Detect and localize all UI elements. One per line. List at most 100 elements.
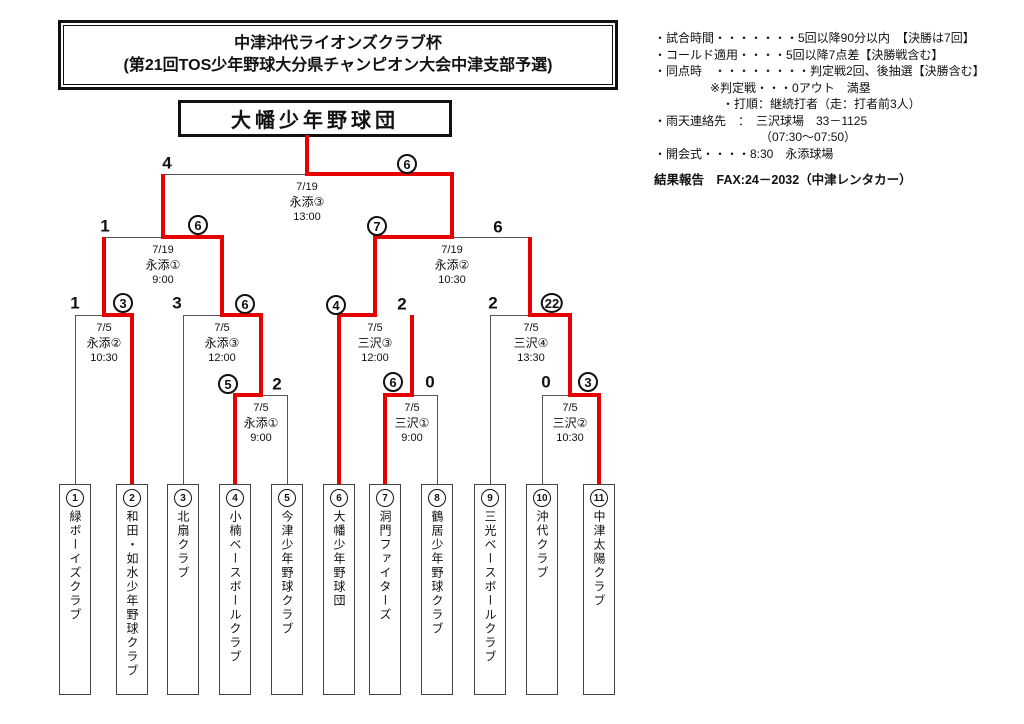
score-m1-left: 1 (70, 293, 80, 313)
match-venue: 三沢① (394, 416, 430, 430)
score-final-right: 6 (397, 154, 417, 174)
note-judge-game: ※判定戦・・・0アウト 満塁 (710, 80, 871, 95)
team-box-5: 5 今津少年野球クラブ (271, 484, 303, 695)
match-time: 12:00 (208, 352, 236, 364)
result-report-fax: 結果報告 FAX:24－2032（中津レンタカー） (654, 173, 912, 187)
note-game-time: ・試合時間・・・・・・・5回以降90分以内 【決勝は7回】 (654, 31, 975, 45)
match-label-m3: 7/5 永添③ 12:00 (205, 321, 240, 366)
note-batting-order: ・打順：継続打者（走：打者前3人） (722, 97, 921, 111)
team-box-11: 11 中津太陽クラブ (583, 484, 615, 695)
score-m1-right: 3 (113, 293, 133, 313)
winner-path-lines (102, 135, 601, 484)
score-sf2-left: 7 (367, 216, 387, 236)
team-name: 今津少年野球クラブ (280, 510, 294, 636)
match-venue: 三沢④ (513, 336, 549, 350)
tournament-title-box: 中津沖代ライオンズクラブ杯 (第21回TOS少年野球大分県チャンピオン大会中津支… (58, 20, 618, 90)
team-name: 小楠ベースボールクラブ (228, 510, 242, 664)
team-name: 大幡少年野球団 (332, 510, 346, 608)
tournament-title: 中津沖代ライオンズクラブ杯 (234, 35, 442, 52)
match-label-m2: 7/5 永添① 9:00 (244, 401, 279, 446)
score-m2-right: 2 (272, 374, 282, 394)
team-box-10: 10 沖代クラブ (526, 484, 558, 695)
team-box-7: 7 洞門ファイターズ (369, 484, 401, 695)
team-number: 2 (123, 489, 141, 507)
match-time: 13:00 (293, 211, 321, 223)
match-date: 7/5 (253, 402, 269, 414)
champion-box: 大幡少年野球団 (178, 100, 452, 137)
team-name: 中津太陽クラブ (592, 510, 606, 608)
team-name: 鶴居少年野球クラブ (430, 510, 444, 636)
match-label-m6: 7/5 三沢② 10:30 (553, 401, 588, 446)
match-time: 13:30 (517, 352, 545, 364)
score-m6-left: 0 (541, 372, 551, 392)
note-opening-ceremony: ・開会式・・・・8:30 永添球場 (654, 146, 834, 161)
score-m5-right: 2 (397, 294, 407, 314)
winner-path-team11 (528, 237, 601, 484)
match-time: 10:30 (90, 352, 118, 364)
match-venue: 三沢② (552, 416, 588, 430)
match-time: 9:00 (152, 274, 174, 286)
team-number: 10 (533, 489, 551, 507)
score-m6-right: 3 (578, 372, 598, 392)
team-number: 5 (278, 489, 296, 507)
score-m4-left: 6 (383, 372, 403, 392)
match-venue: 永添③ (204, 336, 240, 350)
winner-path-team6 (305, 135, 454, 484)
match-time: 10:30 (438, 274, 466, 286)
tournament-notes: ・試合時間・・・・・・・5回以降90分以内 【決勝は7回】 ・コールド適用・・・… (654, 30, 1020, 189)
winner-path-team4 (161, 174, 263, 484)
match-label-sf1: 7/19 永添① 9:00 (146, 243, 181, 288)
team-number: 11 (590, 489, 608, 507)
team-box-6: 6 大幡少年野球団 (323, 484, 355, 695)
team-number: 4 (226, 489, 244, 507)
score-m7-left: 2 (488, 293, 498, 313)
score-m3-right: 6 (235, 294, 255, 314)
team-number: 9 (481, 489, 499, 507)
match-date: 7/19 (296, 181, 318, 193)
score-m2-left: 5 (218, 374, 238, 394)
score-sf1-right: 6 (188, 215, 208, 235)
score-sf2-right: 6 (493, 217, 503, 237)
match-label-m5: 7/5 三沢③ 12:00 (358, 321, 393, 366)
match-label-final: 7/19 永添③ 13:00 (290, 180, 325, 225)
match-label-m4: 7/5 三沢① 9:00 (395, 401, 430, 446)
team-name: 洞門ファイターズ (378, 510, 392, 622)
team-number: 8 (428, 489, 446, 507)
note-rain-contact: ・雨天連絡先 ： 三沢球場 33－1125 (654, 113, 868, 128)
note-tie-rule: ・同点時 ・・・・・・・・判定戦2回、後抽選【決勝含む】 (654, 64, 985, 78)
winner-path-team7 (383, 315, 414, 484)
score-m7-right: 22 (540, 293, 564, 313)
team-box-2: 2 和田・如水少年野球クラブ (116, 484, 148, 695)
match-time: 12:00 (361, 352, 389, 364)
score-m4-right: 0 (425, 372, 435, 392)
team-number: 7 (376, 489, 394, 507)
score-m5-left: 4 (326, 295, 346, 315)
match-time: 9:00 (250, 432, 272, 444)
team-box-1: 1 緑ボーイズクラブ (59, 484, 91, 695)
team-box-9: 9 三光ベースボールクラブ (474, 484, 506, 695)
match-date: 7/5 (523, 322, 539, 334)
tournament-subtitle: (第21回TOS少年野球大分県チャンピオン大会中津支部予選) (123, 57, 553, 74)
match-date: 7/5 (562, 402, 578, 414)
score-final-left: 4 (162, 153, 172, 173)
note-cold-rule: ・コールド適用・・・・5回以降7点差【決勝戦含む】 (654, 47, 944, 62)
team-number: 6 (330, 489, 348, 507)
match-date: 7/19 (152, 244, 174, 256)
match-venue: 永添② (86, 336, 122, 350)
match-time: 10:30 (556, 432, 584, 444)
team-number: 1 (66, 489, 84, 507)
match-date: 7/5 (367, 322, 383, 334)
match-venue: 永添③ (289, 195, 325, 209)
loser-lines (75, 174, 570, 484)
match-label-m1: 7/5 永添② 10:30 (87, 321, 122, 366)
score-m3-left: 3 (172, 293, 182, 313)
note-contact-hours: （07:30～07:50） (760, 130, 857, 144)
team-box-4: 4 小楠ベースボールクラブ (219, 484, 251, 695)
team-box-8: 8 鶴居少年野球クラブ (421, 484, 453, 695)
match-venue: 三沢③ (357, 336, 393, 350)
winner-path-team2 (102, 237, 134, 484)
team-box-3: 3 北扇クラブ (167, 484, 199, 695)
match-date: 7/5 (404, 402, 420, 414)
